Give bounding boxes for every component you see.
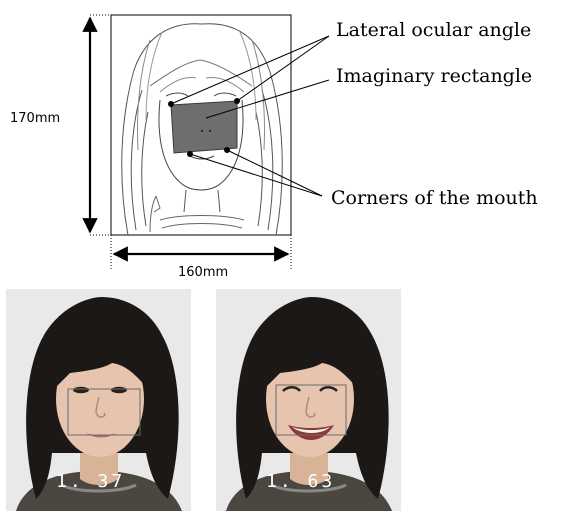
imaginary-rectangle	[171, 101, 237, 153]
lateral-ocular-angle-label: Lateral ocular angle	[336, 19, 531, 41]
photo-neutral: 1. 37	[6, 289, 191, 511]
width-dimension-label: 160mm	[178, 265, 228, 280]
line-drawing-diagram: 170mm 160mm Lateral ocular angle Imagina…	[10, 15, 538, 280]
nose-mark-left	[201, 130, 203, 132]
ratio-value-smiling: 1. 63	[266, 471, 335, 492]
ratio-value-neutral: 1. 37	[56, 471, 125, 492]
photo-smiling: 1. 63	[216, 289, 401, 511]
nose-mark-right	[209, 130, 211, 132]
height-dimension-label: 170mm	[10, 111, 60, 126]
right-eye	[111, 387, 127, 393]
corners-of-mouth-label: Corners of the mouth	[331, 187, 538, 209]
left-eye	[73, 387, 89, 393]
imaginary-rectangle-label: Imaginary rectangle	[336, 65, 532, 87]
